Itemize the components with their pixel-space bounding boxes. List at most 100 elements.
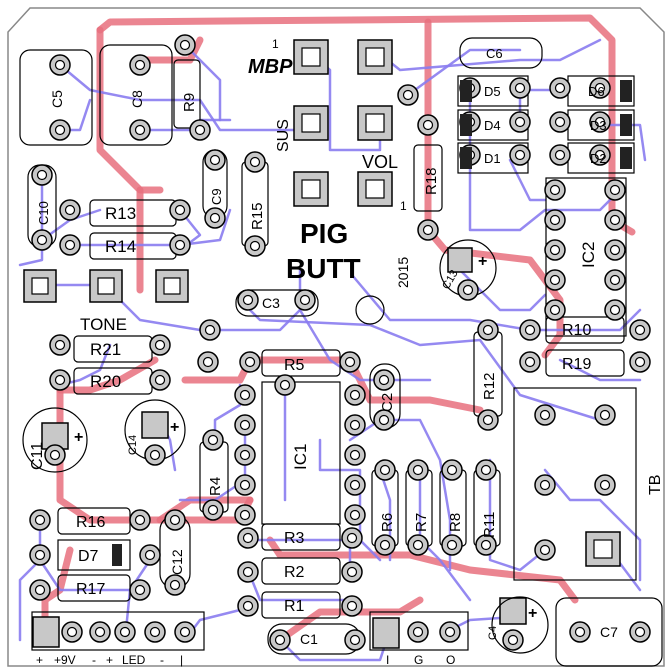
r11-label: R11 <box>481 512 498 538</box>
pad-hole <box>49 449 61 461</box>
pad-hole <box>349 389 361 401</box>
pad-hole <box>134 584 146 596</box>
r15-label: R15 <box>249 202 266 230</box>
pad-hole <box>574 626 586 638</box>
pad-hole <box>524 324 536 336</box>
conn-9v: +9V <box>54 653 76 667</box>
pad-hole <box>514 82 526 94</box>
pad-hole <box>549 304 561 316</box>
pad-hole <box>539 544 551 556</box>
r16-label: R16 <box>76 514 105 531</box>
square-pads <box>23 39 621 649</box>
pad-hole <box>480 464 492 476</box>
pad-hole <box>64 204 76 216</box>
pad-hole <box>346 532 358 544</box>
d2-label: D2 <box>590 151 607 166</box>
pad-hole <box>299 294 311 306</box>
pad-hole <box>599 479 611 491</box>
pad-hole <box>444 626 456 638</box>
c9-label: C9 <box>209 188 224 205</box>
pad-hole <box>379 464 391 476</box>
pad-hole <box>64 239 76 251</box>
d7-label: D7 <box>78 548 99 565</box>
d1-label: D1 <box>484 151 501 166</box>
pad-hole <box>346 600 358 612</box>
pad-hole <box>549 184 561 196</box>
r17-label: R17 <box>76 581 105 598</box>
r5-label: R5 <box>284 357 305 374</box>
pad-hole <box>412 626 424 638</box>
pad-hole <box>482 324 494 336</box>
ic2-label: IC2 <box>579 242 598 268</box>
pad-hole <box>412 464 424 476</box>
pad-hole <box>239 509 251 521</box>
c11-plus: + <box>74 429 83 446</box>
pad-hole <box>378 414 390 426</box>
vol-pot-pad-1 <box>293 39 329 75</box>
r12-label: R12 <box>481 372 498 400</box>
c14-label: C14 <box>127 435 139 455</box>
pad-hole <box>554 149 566 161</box>
c4-plus: + <box>528 605 537 622</box>
c3-label: C3 <box>262 295 280 311</box>
pad-hole <box>609 184 621 196</box>
pad-hole <box>480 539 492 551</box>
c6-label: C6 <box>486 46 503 61</box>
pad-hole <box>174 239 186 251</box>
pad-hole <box>279 379 291 391</box>
pad-hole <box>422 119 434 131</box>
c12-label: C12 <box>169 549 185 575</box>
r8-label: R8 <box>447 513 464 532</box>
pad-hole <box>412 539 424 551</box>
pad-hole <box>207 504 219 516</box>
conn-out: O <box>446 653 455 667</box>
pad-hole <box>634 356 646 368</box>
pad-hole <box>554 116 566 128</box>
pad-hole <box>149 626 161 638</box>
pad-hole <box>54 124 66 136</box>
pad-hole <box>179 626 191 638</box>
r1-label: R1 <box>284 598 305 615</box>
pad-hole <box>402 89 414 101</box>
c14-plus: + <box>170 419 179 436</box>
d4-label: D4 <box>484 118 501 133</box>
pad-hole <box>202 356 214 368</box>
pad-hole <box>34 549 46 561</box>
pad-hole <box>54 339 66 351</box>
r9-label: R9 <box>181 93 198 112</box>
pad-hole <box>507 634 519 646</box>
pad-hole <box>36 234 48 246</box>
r18-label: R18 <box>423 167 440 195</box>
pad-hole <box>209 212 221 224</box>
pad-hole <box>239 479 251 491</box>
r6-label: R6 <box>379 513 396 532</box>
pad-hole <box>242 566 254 578</box>
conn-minus: - <box>92 653 96 667</box>
c2-label: C2 <box>379 393 396 412</box>
conn-plus2: + <box>106 653 113 667</box>
pad-hole <box>94 626 106 638</box>
pad-hole <box>422 224 434 236</box>
r3-label: R3 <box>284 530 305 547</box>
r19-label: R19 <box>562 356 591 373</box>
c13-plus: + <box>478 253 487 270</box>
d5-label: D5 <box>484 84 501 99</box>
pad-hole <box>119 626 131 638</box>
c10-label: C10 <box>36 201 51 225</box>
pad-hole <box>634 324 646 336</box>
pad-hole <box>482 414 494 426</box>
pad-hole <box>249 156 261 168</box>
pad-hole <box>209 154 221 166</box>
pad-hole <box>634 626 646 638</box>
c11-label: C11 <box>29 442 46 470</box>
pad-hole <box>134 514 146 526</box>
pad-hole <box>462 284 474 296</box>
pad-hole <box>539 409 551 421</box>
pad-hole <box>594 82 606 94</box>
pad-hole <box>344 356 356 368</box>
pad-hole <box>242 294 254 306</box>
d3-label: D3 <box>590 118 607 133</box>
silkscreen-labels: MBP 1 1 PIG BUTT 2015 SUS VOL TONE TB C5… <box>29 37 664 667</box>
